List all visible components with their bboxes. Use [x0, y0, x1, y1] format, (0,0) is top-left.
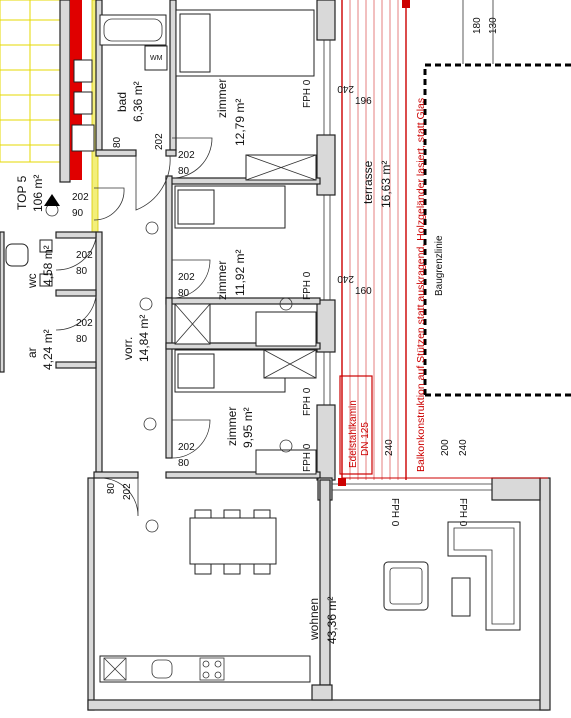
windows	[323, 40, 492, 491]
sink	[73, 59, 93, 83]
room-name-terrasse: terrasse	[361, 160, 375, 204]
bed-1	[175, 9, 317, 181]
wc-toilet	[5, 243, 29, 267]
room-name-zimmer-1: zimmer	[215, 79, 229, 118]
washing-machine	[144, 45, 168, 71]
dim-196: 196	[355, 96, 372, 107]
entry-marker	[44, 194, 60, 206]
baugrenze-label: Baugrenzlinie	[434, 235, 445, 296]
dim-90: 90	[72, 208, 84, 219]
dim-200: 200	[440, 439, 451, 456]
fph-2: FPH 0	[302, 271, 313, 300]
dim-240-d: 240	[458, 439, 469, 456]
dim-180: 180	[472, 17, 483, 34]
room-area-terrasse: 16,63 m²	[379, 161, 393, 208]
wc-basin	[39, 239, 53, 253]
dim-130: 130	[488, 17, 499, 34]
kamin-label-2: DN 125	[360, 422, 371, 456]
room-name-vorr: vorr.	[121, 337, 135, 360]
sink-2	[73, 91, 93, 115]
dining-table	[189, 509, 277, 575]
fph-4: FPH 0	[302, 443, 313, 472]
dim-202-a: 202	[154, 133, 165, 150]
kamin-label-1: Edelstahlkamin	[348, 400, 359, 468]
terrace-elements	[338, 0, 571, 486]
walls	[0, 0, 551, 711]
room-area-zimmer-2: 11,92 m²	[233, 250, 247, 296]
dim-80-a: 80	[112, 136, 123, 148]
fph-5: FPH 0	[389, 498, 400, 527]
dim-202-g: 202	[178, 442, 195, 453]
bed-2	[174, 185, 317, 347]
fph-1: FPH 0	[302, 79, 313, 108]
room-area-ar: 4,24 m²	[41, 329, 55, 370]
room-area-wc: 4,58 m²	[41, 245, 55, 286]
bathroom-fixtures	[5, 14, 168, 287]
room-name-zimmer-3: zimmer	[225, 407, 239, 446]
fph-3: FPH 0	[302, 387, 313, 416]
room-area-bad: 6,36 m²	[131, 81, 145, 122]
dim-80-f: 80	[178, 458, 190, 469]
labels: bad 6,36 m² zimmer 12,79 m² zimmer 11,92…	[15, 17, 499, 644]
room-name-ar: ar	[25, 347, 39, 358]
dim-80-g: 80	[106, 482, 117, 494]
doors	[55, 137, 213, 517]
dim-80-c: 80	[76, 266, 88, 277]
shower	[71, 124, 95, 152]
unit-name: TOP 5	[15, 175, 29, 210]
wm-label: WM	[150, 55, 163, 62]
coffee-table	[451, 577, 471, 617]
room-area-zimmer-1: 12,79 m²	[233, 99, 247, 146]
kitchen	[99, 655, 311, 683]
dim-202-h: 202	[122, 483, 133, 500]
dim-240-b: 240	[337, 273, 354, 284]
bed-3	[174, 349, 317, 475]
room-area-zimmer-3: 9,95 m²	[241, 407, 255, 448]
fph-6: FPH 0	[457, 498, 468, 527]
dim-240-c: 240	[384, 439, 395, 456]
dim-202-e: 202	[178, 272, 195, 283]
dim-80-b: 80	[178, 166, 190, 177]
room-name-bad: bad	[115, 92, 129, 112]
room-name-wc: wc	[25, 273, 39, 289]
room-name-zimmer-2: zimmer	[215, 261, 229, 300]
bathtub	[99, 14, 167, 46]
chimney-box	[339, 375, 373, 475]
dim-160: 160	[355, 286, 372, 297]
unit-area: 106 m²	[31, 175, 45, 212]
dim-80-e: 80	[76, 334, 88, 345]
balkon-note: Balkonkonstruktion auf Stützen statt aus…	[415, 98, 427, 472]
room-area-wohnen: 43,36 m²	[325, 597, 339, 644]
dim-202-f: 202	[76, 318, 93, 329]
room-name-wohnen: wohnen	[307, 598, 321, 641]
room-area-vorr: 14,84 m²	[137, 315, 151, 362]
bathroom-red-wall	[70, 0, 82, 180]
dim-202-b: 202	[178, 150, 195, 161]
sofa	[383, 521, 521, 631]
dim-80-d: 80	[178, 288, 190, 299]
dim-240-a: 240	[337, 83, 354, 94]
dim-202-c: 202	[72, 192, 89, 203]
dim-202-d: 202	[76, 250, 93, 261]
armchair	[383, 561, 429, 611]
